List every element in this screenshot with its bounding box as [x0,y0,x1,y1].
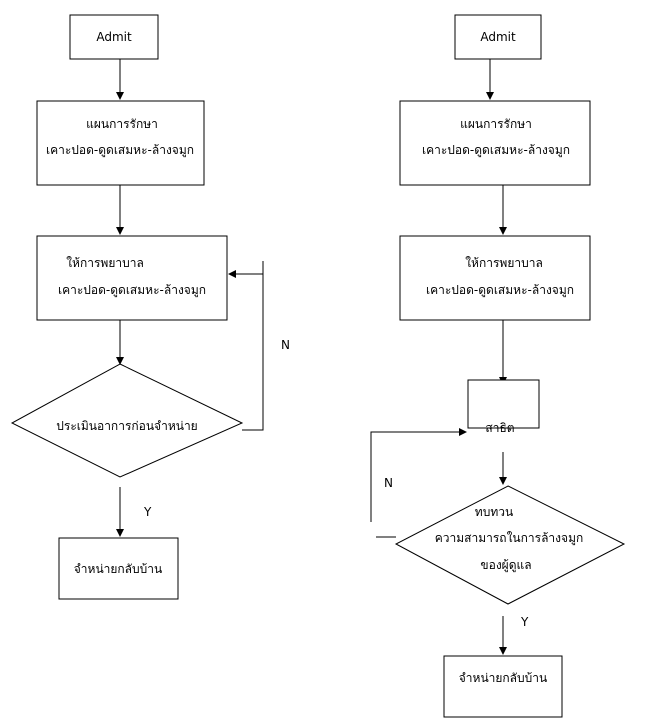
right-demo-box [467,379,540,429]
right-discharge-label: จำหน่ายกลับบ้าน [459,671,547,685]
right-yes-label: Y [520,615,529,629]
right-review-line2: ความสามารถในการล้างจมูก [435,531,584,546]
left-no-label: N [281,338,290,352]
left-plan-box [36,100,205,186]
left-care-box [36,235,228,321]
left-flow: Admit แผนการรักษา เคาะปอด-ดูดเสมหะ-ล้างจ… [10,14,290,600]
left-admit-label: Admit [96,30,132,44]
right-review-diamond [394,485,626,605]
right-no-label: N [384,476,393,490]
left-plan-line1: แผนการรักษา [86,117,158,131]
right-plan-line2: เคาะปอด-ดูดเสมหะ-ล้างจมูก [422,143,570,158]
left-yes-label: Y [143,505,152,519]
left-care-line2: เคาะปอด-ดูดเสมหะ-ล้างจมูก [58,283,206,298]
right-care-box [399,235,591,321]
right-plan-box [399,100,591,186]
right-care-line2: เคาะปอด-ดูดเสมหะ-ล้างจมูก [426,283,574,298]
right-admit-box [454,14,542,60]
left-assess-label: ประเมินอาการก่อนจำหน่าย [56,419,197,433]
right-review-line1: ทบทวน [475,505,513,519]
right-care-line1: ให้การพยาบาล [465,256,543,270]
left-discharge-box [58,537,179,600]
right-discharge-box [443,655,563,718]
left-care-line1: ให้การพยาบาล [66,256,144,270]
right-no-loop-arrow [370,428,467,522]
left-plan-line2: เคาะปอด-ดูดเสมหะ-ล้างจมูก [46,143,194,158]
right-review-line3: ของผู้ดูแล [480,558,531,573]
left-no-loop-line [242,261,264,431]
right-demo-label: สาธิต [485,421,514,435]
left-discharge-label: จำหน่ายกลับบ้าน [74,562,162,576]
left-assess-diamond [10,363,244,478]
right-admit-label: Admit [480,30,516,44]
right-flow: Admit แผนการรักษา เคาะปอด-ดูดเสมหะ-ล้างจ… [370,14,626,718]
left-admit-box [69,14,159,60]
right-plan-line1: แผนการรักษา [460,117,532,131]
